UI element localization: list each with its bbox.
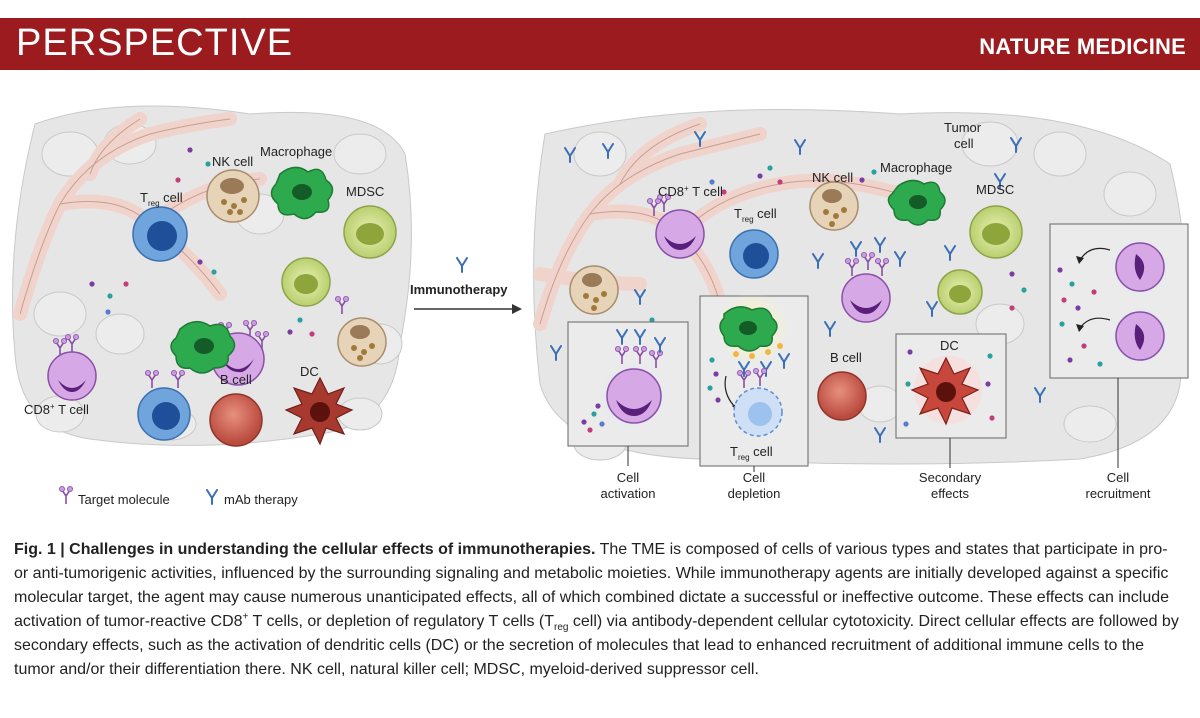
right-green-cell	[937, 269, 983, 315]
effect-recruitment-line2: recruitment	[1085, 486, 1150, 501]
right-cd8-top	[646, 193, 705, 259]
left-treg-cell	[132, 206, 188, 262]
left-label-treg: Treg cell	[140, 190, 183, 208]
effect-depletion-line1: Cell	[743, 470, 766, 485]
left-molecules	[89, 147, 315, 337]
figure-illustration: Treg cell NK cell Macrophage MDSC CD8+ T…	[0, 84, 1200, 514]
left-label-macrophage: Macrophage	[260, 144, 332, 159]
caption-sup: +	[242, 611, 249, 623]
caption-text-3: cell) via antibody-dependent cellular cy…	[14, 613, 1179, 678]
left-label-cd8: CD8+ T cell	[24, 402, 89, 417]
cell-depletion-box	[699, 292, 809, 467]
left-mdsc	[343, 205, 397, 259]
right-label-bcell: B cell	[830, 350, 862, 365]
right-label-mdsc: MDSC	[976, 182, 1014, 197]
right-nk-left	[569, 265, 619, 315]
legend-target-molecule: Target molecule	[78, 492, 170, 507]
right-label-cd8: CD8+ T cell	[658, 184, 723, 199]
mab-icon	[456, 257, 468, 273]
right-label-nk: NK cell	[812, 170, 853, 185]
left-tissue	[12, 105, 412, 447]
right-treg-top	[729, 229, 779, 279]
caption-text-1: The TME is composed of cells of various …	[14, 541, 1170, 630]
right-label-treg-depleted: Treg cell	[730, 444, 773, 462]
left-label-dc: DC	[300, 364, 319, 379]
effect-activation-line1: Cell	[617, 470, 640, 485]
right-cd8-middle	[841, 237, 906, 323]
effect-secondary-line2: effects	[931, 486, 970, 501]
journal-name: NATURE MEDICINE	[979, 34, 1186, 59]
right-label-dc: DC	[940, 338, 959, 353]
effect-depletion-line2: depletion	[728, 486, 781, 501]
caption-lead: Fig. 1 | Challenges in understanding the…	[14, 541, 596, 558]
left-label-mdsc: MDSC	[346, 184, 384, 199]
mab-therapy-icon	[206, 489, 218, 505]
right-molecules	[637, 165, 1027, 339]
cell-recruitment-box	[1049, 223, 1189, 379]
right-tissue	[533, 109, 1189, 472]
effect-activation-line2: activation	[601, 486, 656, 501]
effect-secondary-line1: Secondary	[919, 470, 982, 485]
left-cd8-cell	[47, 333, 97, 401]
figure-svg: Treg cell NK cell Macrophage MDSC CD8+ T…	[12, 105, 1189, 507]
right-label-tumor-1: Tumor	[944, 120, 982, 135]
left-label-bcell: B cell	[220, 372, 252, 387]
caption-sub: reg	[554, 622, 569, 634]
caption-text-2: T cells, or depletion of regulatory T ce…	[248, 613, 554, 630]
right-b-cell	[817, 371, 867, 421]
left-b-cell	[209, 393, 263, 447]
figure-caption: Fig. 1 | Challenges in understanding the…	[14, 538, 1186, 682]
left-nk-cell	[206, 169, 260, 223]
target-molecule-icon	[58, 485, 74, 505]
immunotherapy-label: Immunotherapy	[410, 282, 508, 297]
right-label-macrophage: Macrophage	[880, 160, 952, 175]
legend-mab-therapy: mAb therapy	[224, 492, 298, 507]
secondary-effects-box	[895, 333, 1007, 439]
legend: Target molecule mAb therapy	[58, 485, 298, 507]
left-treg-cell-2	[137, 369, 191, 441]
banner-bar	[0, 18, 1200, 70]
left-dc	[284, 376, 354, 446]
right-macrophage	[887, 179, 946, 226]
cell-activation-box	[567, 321, 689, 447]
immunotherapy-arrow: Immunotherapy	[410, 257, 522, 314]
right-background-cells	[573, 121, 1157, 461]
right-mdsc	[969, 205, 1023, 259]
section-title: PERSPECTIVE	[16, 22, 294, 64]
left-macrophage	[270, 166, 334, 220]
left-label-nk: NK cell	[212, 154, 253, 169]
left-green-cell	[281, 257, 331, 307]
left-macrophage-2	[170, 320, 236, 374]
left-nk-cell-2	[334, 295, 387, 367]
right-label-tumor-2: cell	[954, 136, 974, 151]
header-banner: PERSPECTIVE NATURE MEDICINE	[0, 0, 1200, 70]
right-label-treg: Treg cell	[734, 206, 777, 224]
effect-recruitment-line1: Cell	[1107, 470, 1130, 485]
right-nk	[809, 181, 859, 231]
